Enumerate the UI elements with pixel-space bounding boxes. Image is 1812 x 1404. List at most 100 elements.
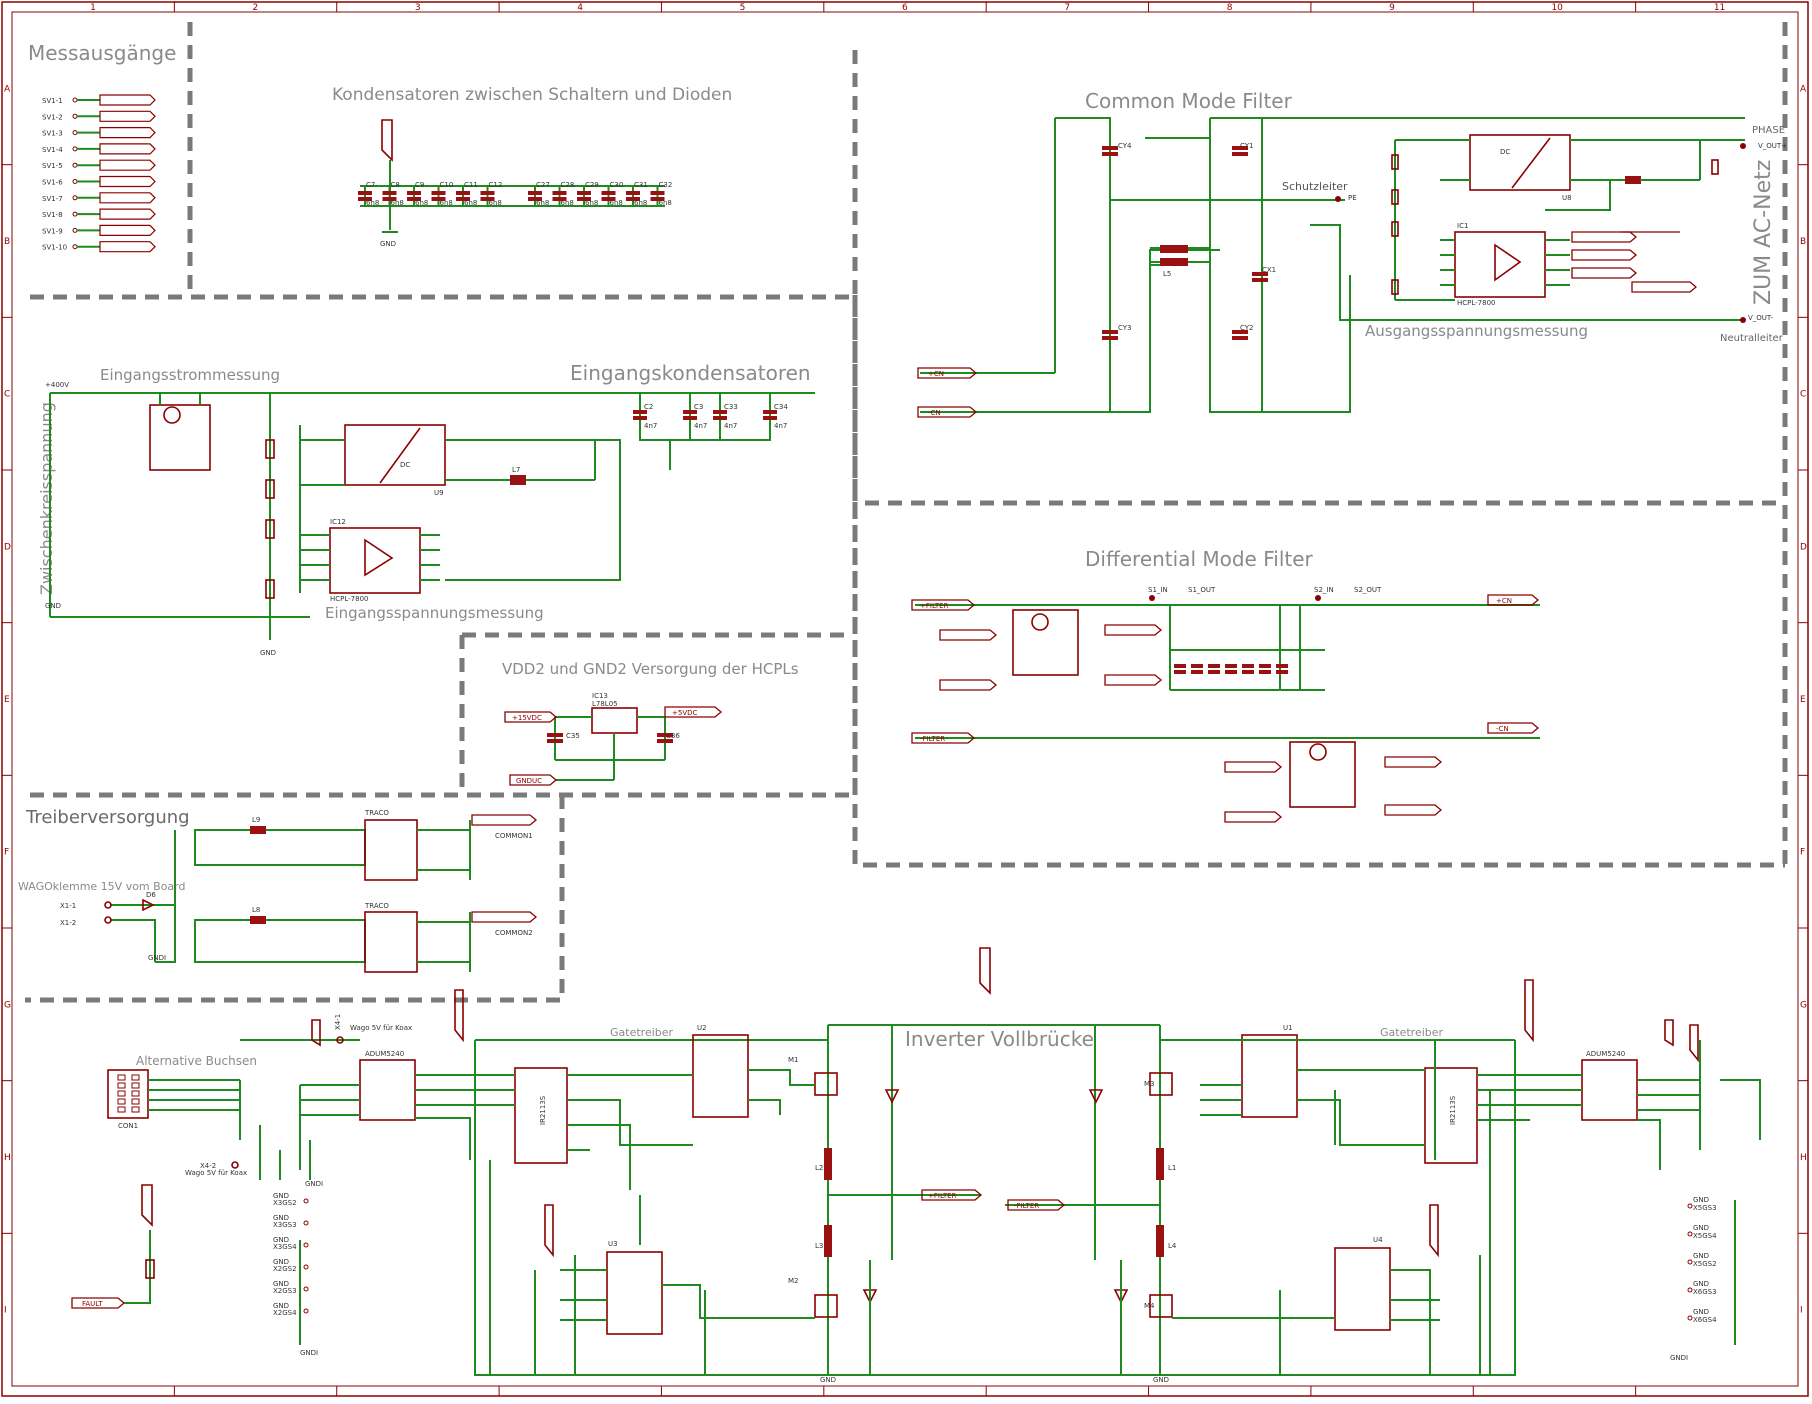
inv-gndi-left: GNDI	[305, 1180, 323, 1188]
inv-l4: L4	[1168, 1242, 1177, 1250]
tr-traco-1: TRACO	[364, 809, 389, 817]
inv-gndi-left-bottom: GNDI	[300, 1349, 318, 1357]
con1-pin	[131, 1106, 140, 1113]
cm-ic1-label: IC1	[1457, 222, 1468, 230]
kond-cap-plate	[650, 191, 665, 195]
sv-pin-label: SV1-5	[42, 162, 63, 170]
title-inverter-vollbruecke: Inverter Vollbrücke	[905, 1027, 1094, 1051]
label-schutzleiter: Schutzleiter	[1282, 180, 1348, 193]
cm-cx1-label: CX1	[1262, 266, 1276, 274]
vdd-out-flag: +5VDC	[672, 709, 697, 717]
in-cap-plate	[713, 410, 727, 414]
inv-filter-plus: +FILTER	[928, 1192, 957, 1200]
kond-cap-plate	[358, 191, 372, 195]
inv-u4: U4	[1373, 1236, 1383, 1244]
frame-col-8: 8	[1227, 3, 1233, 13]
title-eingangsstrommessung: Eingangsstrommessung	[100, 366, 280, 384]
tr-x1-2: X1-2	[60, 919, 76, 927]
sv-pin-dot	[72, 113, 78, 119]
in-gnd-label: GND	[260, 649, 276, 657]
frame-row-H: H	[4, 1153, 11, 1163]
flag-cn-plus-cm: +CN	[928, 370, 944, 378]
frame-col-6: 6	[902, 3, 908, 13]
vdd-c36: C36	[666, 732, 680, 740]
kond-cap-plate	[577, 191, 591, 195]
x5-pin-dot	[1687, 1231, 1693, 1237]
x3-pin-dot	[303, 1286, 309, 1292]
frame-row-right-B: B	[1800, 237, 1806, 247]
sv-pin-dot	[72, 211, 78, 217]
kond-cap-value: 6n8	[391, 199, 404, 207]
in-cap-label: C33	[724, 403, 738, 411]
inv-x4-1: X4-1	[334, 1014, 342, 1030]
in-hcpl-label: HCPL-7800	[330, 595, 369, 603]
inv-l3: L3	[815, 1242, 823, 1250]
sv-pin-flag	[99, 127, 156, 139]
kond-cap-label: C30	[610, 181, 624, 189]
inv-gnd-mid2: GND	[1153, 1376, 1169, 1384]
inv-m2: M2	[788, 1277, 799, 1285]
kond-cap-plate	[382, 197, 397, 201]
in-cap-plate	[683, 416, 697, 420]
inv-gndi-right-bottom: GNDI	[1670, 1354, 1688, 1362]
kond-cap-plate	[456, 191, 470, 195]
x3-pin-dot	[303, 1220, 309, 1226]
dm-cap-plate	[1208, 664, 1220, 668]
frame-row-I: I	[4, 1306, 7, 1316]
kond-cap-plate	[431, 197, 446, 201]
kond-cap-label: C12	[489, 181, 503, 189]
sv-pin-dot	[72, 130, 78, 136]
sv-pin-label: SV1-7	[42, 195, 63, 203]
vdd-gnd-flag: GNDUC	[516, 777, 542, 785]
x3-pin-dot	[303, 1264, 309, 1270]
con1-pin	[117, 1106, 126, 1113]
sv-pin-dot	[72, 162, 78, 168]
title-alternative-buchsen: Alternative Buchsen	[136, 1054, 257, 1068]
inv-u1: U1	[1283, 1024, 1293, 1032]
frame-row-right-D: D	[1800, 542, 1807, 552]
kond-cap-plate	[456, 197, 470, 201]
sv-pin-label: SV1-8	[42, 211, 63, 219]
tr-l8: L8	[252, 906, 260, 914]
tr-l9: L9	[252, 816, 260, 824]
inv-m1: M1	[788, 1056, 799, 1064]
cm-cy2-label: CY2	[1240, 324, 1254, 332]
frame-row-A: A	[4, 84, 11, 94]
dm-cap-plate	[1191, 670, 1203, 674]
cm-u8-label: U8	[1562, 194, 1572, 202]
frame-col-9: 9	[1389, 3, 1395, 13]
kond-cap-plate	[407, 197, 421, 201]
dm-filter-plus: +FILTER	[920, 602, 949, 610]
tr-common1: COMMON1	[495, 832, 533, 840]
sv-pin-dot	[72, 244, 78, 250]
x3-pin-dot	[303, 1308, 309, 1314]
dm-cap-plate	[1276, 670, 1288, 674]
kond-cap-plate	[577, 197, 591, 201]
frame-row-right-I: I	[1800, 1306, 1803, 1316]
kond-cap-label: C7	[366, 181, 375, 189]
in-cap-plate	[633, 410, 647, 414]
kond-cap-plate	[431, 191, 446, 195]
con1-pin	[131, 1098, 140, 1105]
x3-pin-dot	[303, 1198, 309, 1204]
in-gnd-label-2: GND	[45, 602, 61, 610]
kond-cap-plate	[407, 191, 421, 195]
frame-row-right-H: H	[1800, 1153, 1807, 1163]
title-zum-ac-netz: ZUM AC-Netz	[1751, 160, 1776, 305]
inv-m3: M3	[1144, 1080, 1155, 1088]
kond-cap-label: C10	[440, 181, 454, 189]
frame-col-11: 11	[1714, 3, 1725, 13]
in-cap-value: 4n7	[644, 422, 657, 430]
in-l7-label: L7	[512, 466, 520, 474]
x5-pin-dot	[1687, 1259, 1693, 1265]
kond-cap-label: C28	[561, 181, 575, 189]
in-cap-value: 4n7	[724, 422, 737, 430]
title-differential-mode-filter: Differential Mode Filter	[1085, 547, 1314, 571]
sv-pin-label: SV1-2	[42, 113, 63, 121]
sv-pin-dot	[72, 227, 78, 233]
sv-pin-dot	[72, 195, 78, 201]
x5-pin-dot	[1687, 1315, 1693, 1321]
